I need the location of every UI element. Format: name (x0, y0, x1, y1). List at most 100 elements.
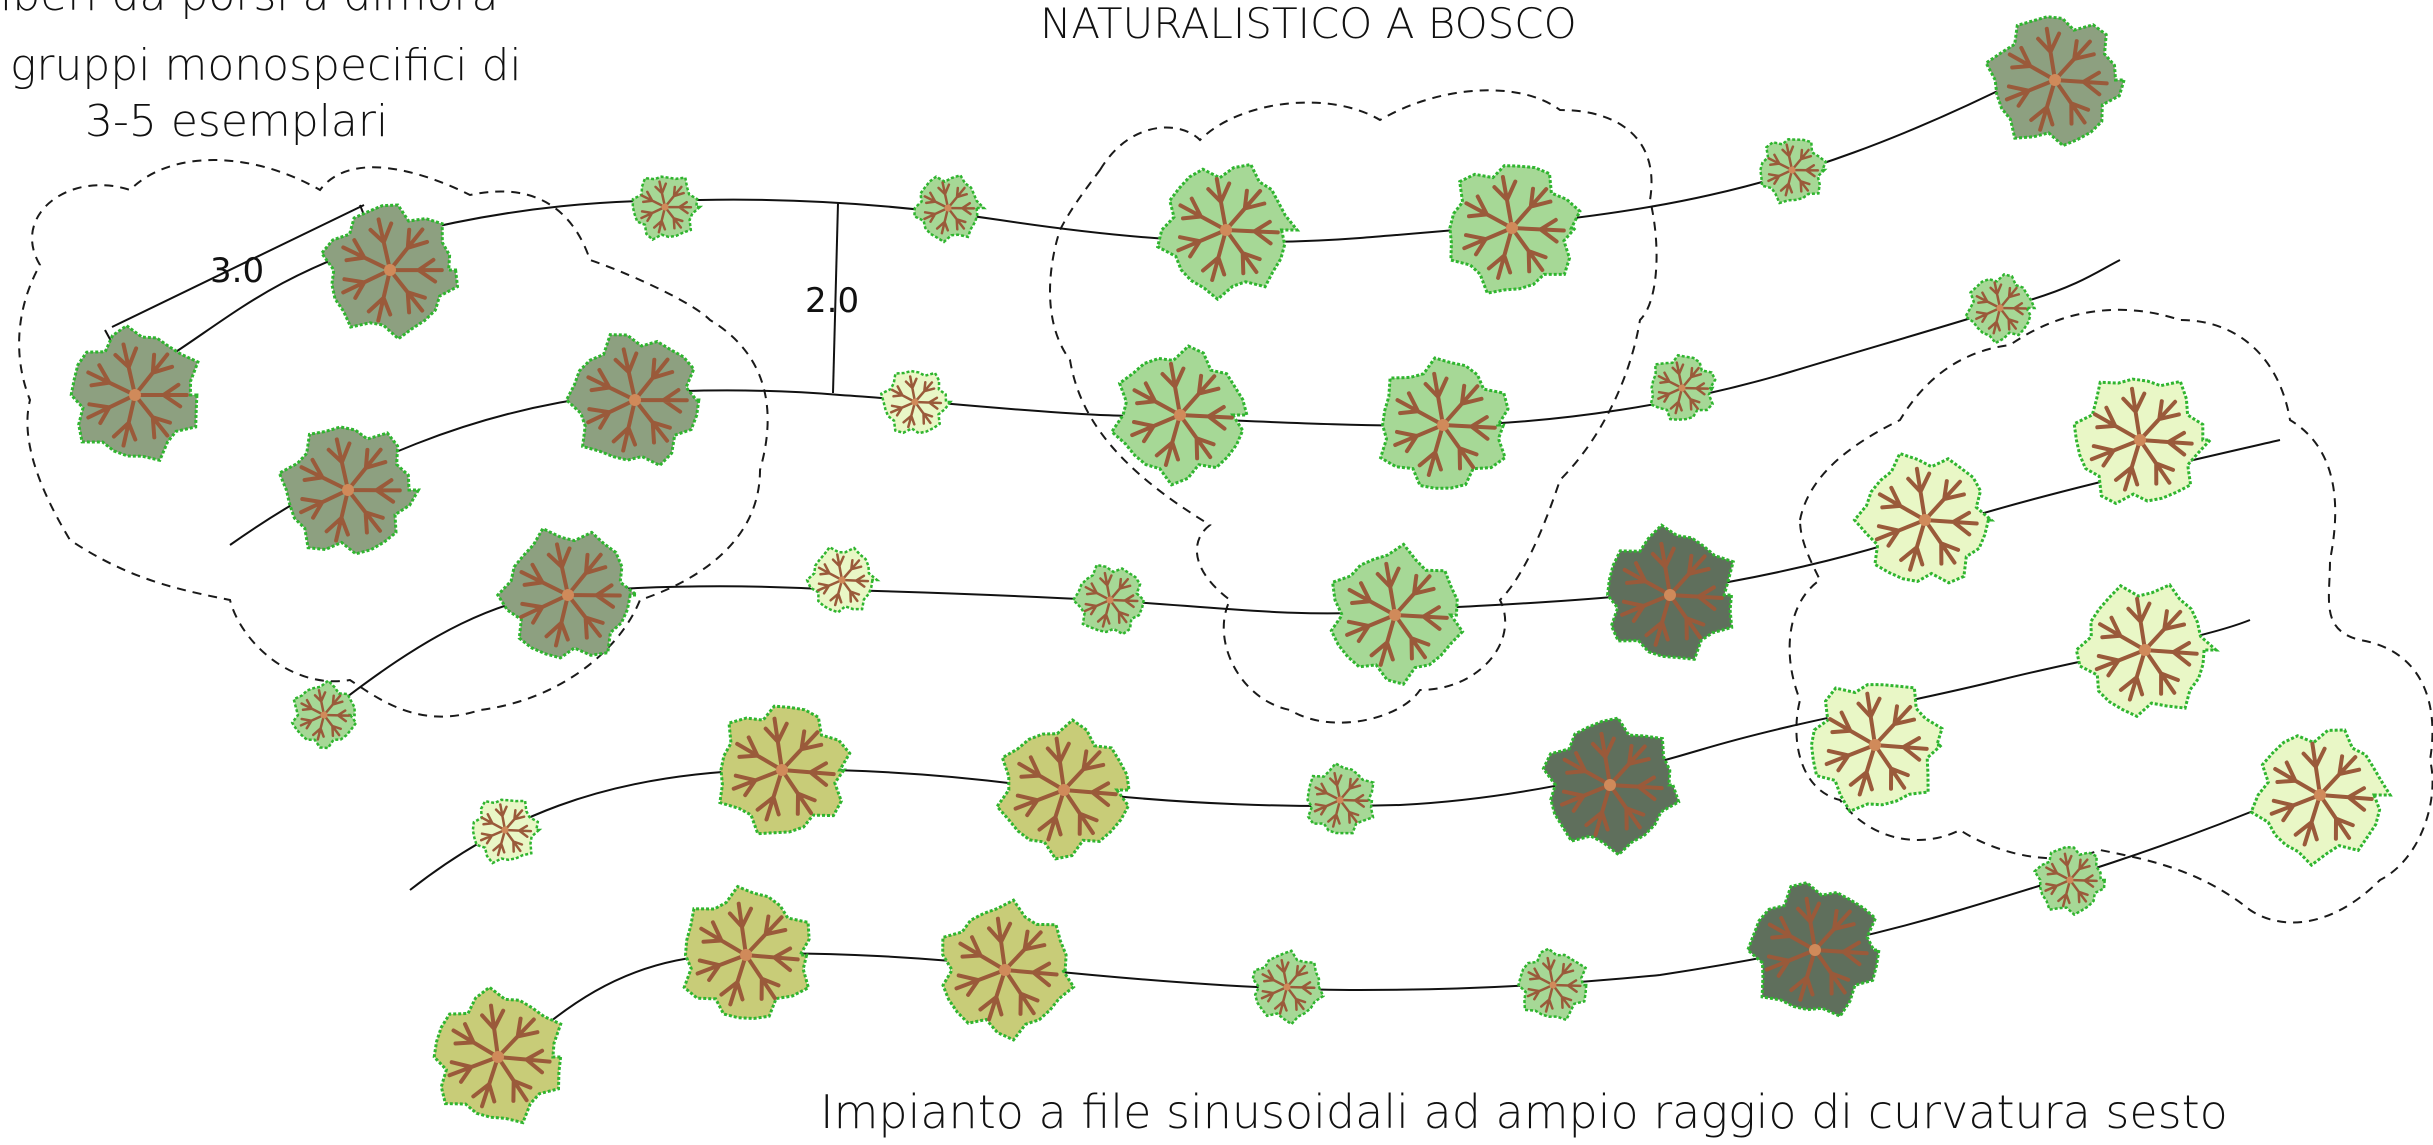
tree-symbol (682, 884, 811, 1021)
caption-top-left-line3: 3-5 esemplari (85, 96, 388, 147)
tree-branches (1393, 371, 1497, 477)
tree-trunk (2139, 644, 2151, 656)
tree-branches (1526, 956, 1582, 1013)
tree-branches (479, 803, 533, 857)
tree-branches (447, 1003, 552, 1109)
dimension-label-tree-spacing: 3.0 (210, 251, 264, 291)
tree-symbol (495, 526, 641, 660)
tree-branches (1765, 896, 1869, 1002)
dimension-line-row-spacing (832, 202, 839, 394)
tree-trunk (661, 203, 669, 211)
tree-branches (889, 375, 943, 429)
caption-bottom: Impianto a file sinusoidali ad ampio rag… (820, 1085, 2228, 1139)
tree-symbol (1852, 451, 1996, 585)
trees-layer (69, 15, 2393, 1125)
tree-branches (2269, 741, 2374, 847)
tree-trunk (1283, 983, 1291, 991)
tree-trunk (1506, 222, 1518, 234)
tree-symbol (471, 798, 543, 865)
row-3 (329, 439, 2281, 711)
tree-branches (1767, 143, 1820, 197)
tree-branches (1874, 466, 1979, 572)
tree-symbol (805, 545, 881, 614)
captions: iberi da porsi a dimora gruppi monospeci… (0, 0, 2228, 1139)
tree-trunk (384, 264, 396, 276)
tree-symbol (1071, 563, 1146, 636)
tree-trunk (342, 484, 354, 496)
dimension-label-row-spacing: 2.0 (805, 281, 859, 321)
tree-symbol (1541, 716, 1681, 857)
tree-branches (1462, 175, 1566, 280)
tree-branches (1260, 958, 1316, 1015)
tree-symbol (1746, 881, 1881, 1019)
row-4 (409, 619, 2251, 891)
tree-trunk (838, 576, 846, 584)
tree-trunk (944, 204, 952, 212)
dimension-markers: 3.0 2.0 (104, 202, 859, 394)
tree-symbol (290, 678, 358, 750)
tree-trunk (1788, 166, 1796, 174)
tree-branches (1013, 736, 1118, 842)
tree-symbol (1109, 344, 1249, 487)
tree-trunk (999, 964, 1011, 976)
tree-trunk (740, 949, 752, 961)
tree-trunk (129, 389, 141, 401)
tree-trunk (320, 711, 328, 719)
tree-symbol (718, 704, 852, 836)
group-clouds (18, 89, 2433, 924)
tree-branches (1313, 771, 1369, 828)
tree-symbol (1517, 947, 1588, 1022)
tree-trunk (1678, 384, 1686, 392)
tree-symbol (1306, 761, 1375, 835)
tree-branches (299, 437, 402, 543)
tree-branches (299, 689, 351, 741)
tree-branches (586, 347, 689, 453)
tree-symbol (2032, 845, 2107, 917)
tree-trunk (776, 764, 788, 776)
tree-branches (1657, 361, 1710, 415)
tree-trunk (1437, 419, 1449, 431)
tree-branches (2089, 386, 2194, 492)
tree-branches (1176, 177, 1280, 282)
tree-symbol (879, 369, 953, 435)
tree-symbol (1649, 353, 1717, 421)
tree-symbol (995, 718, 1131, 861)
tree-symbol (1378, 356, 1510, 490)
tree-trunk (1996, 304, 2004, 312)
tree-branches (1560, 731, 1664, 837)
tree-trunk (2134, 434, 2146, 446)
tree-trunk (1869, 739, 1881, 751)
tree-symbol (1809, 683, 1946, 814)
tree-branches (923, 181, 976, 235)
tree-trunk (2066, 876, 2074, 884)
caption-top-center: NATURALISTICO A BOSCO (1040, 0, 1577, 48)
tree-symbol (631, 175, 704, 242)
tree-branches (695, 901, 800, 1007)
tree-trunk (2049, 74, 2061, 86)
tree-branches (640, 180, 693, 234)
tree-trunk (501, 826, 509, 834)
tree-branches (1083, 571, 1139, 628)
tree-symbol (319, 203, 460, 341)
tree-branches (1345, 561, 1449, 667)
tree-symbol (2074, 583, 2220, 719)
tree-trunk (1919, 514, 1931, 526)
tree-branches (341, 217, 444, 323)
tree-symbol (1329, 542, 1465, 686)
tree-branches (2094, 596, 2199, 702)
tree-branches (86, 342, 189, 448)
tree-symbol (1251, 949, 1325, 1026)
dimension-line-tree-spacing (111, 204, 365, 328)
row-1 (139, 59, 2071, 376)
tree-symbol (1759, 138, 1828, 205)
tree-trunk (2314, 789, 2326, 801)
tree-branches (519, 542, 622, 648)
group-cloud-pale-green (1788, 308, 2433, 924)
tree-trunk (1549, 981, 1557, 989)
tree-branches (816, 553, 870, 607)
tree-symbol (1963, 273, 2037, 345)
tree-branches (2004, 26, 2109, 132)
tree-symbol (913, 173, 987, 244)
tree-trunk (1604, 779, 1616, 791)
